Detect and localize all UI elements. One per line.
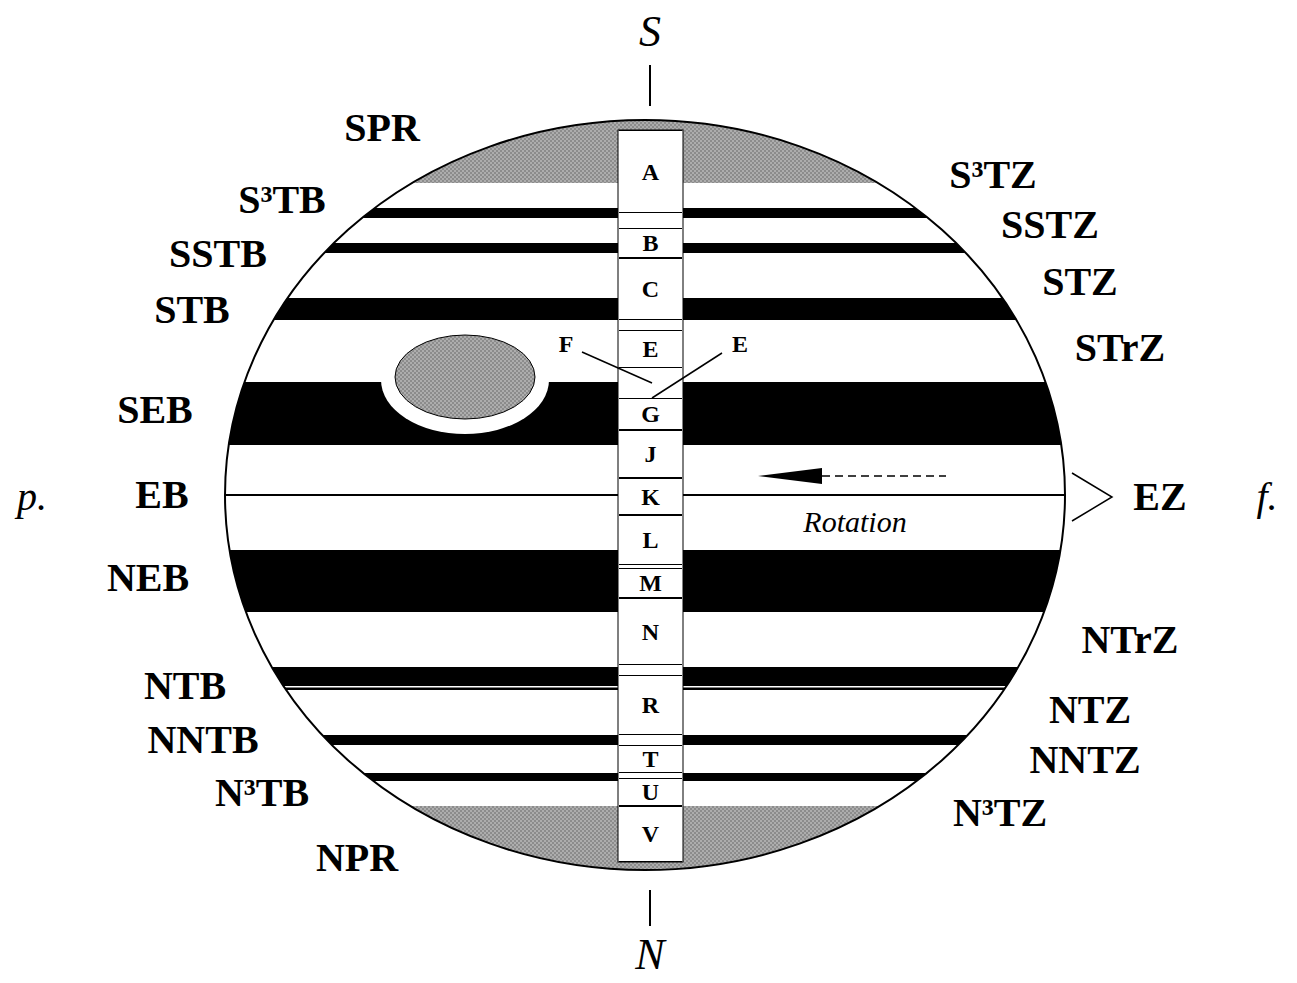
cell-letter: T (642, 747, 658, 771)
strip-cell: J (619, 430, 682, 478)
strip-cell: M (619, 568, 682, 598)
belt-label: S³TB (238, 180, 326, 220)
strip-cell: V (619, 806, 682, 862)
zone-label: S³TZ (949, 155, 1037, 195)
belt-label: SEB (117, 390, 193, 430)
cell-letter: L (642, 528, 658, 552)
zone-label: NTrZ (1081, 620, 1178, 660)
cell-letter: U (642, 780, 659, 804)
strip-cell: T (619, 745, 682, 773)
strip-cell: R (619, 675, 682, 735)
zone-label: SSTZ (1001, 205, 1099, 245)
zone-bracket (1072, 473, 1112, 521)
belt-label: NTB (144, 666, 226, 706)
strip-cell: G (619, 398, 682, 430)
strip-cell: K (619, 478, 682, 515)
cell-letter: A (642, 160, 659, 184)
cell-letter: N (642, 620, 659, 644)
belt-label: N³TB (215, 773, 309, 813)
pole-label: S (639, 10, 661, 54)
cell-letter: E (642, 337, 658, 361)
belt-label: EB (135, 475, 188, 515)
region-label: NPR (316, 838, 398, 878)
cell-letter: M (639, 571, 662, 595)
cell-letter: V (642, 822, 659, 846)
feature-label: E (732, 332, 748, 356)
red-spot-hollow (381, 326, 549, 434)
region-label: SPR (344, 108, 420, 148)
strip-cell: N (619, 598, 682, 665)
zone-label: NNTZ (1029, 740, 1140, 780)
latitude-strip (618, 130, 683, 862)
strip-cell: U (619, 778, 682, 806)
direction-label: f. (1256, 477, 1277, 517)
rotation-label: Rotation (803, 507, 906, 537)
rotation-arrowhead (758, 468, 822, 484)
strip-cell: E (619, 330, 682, 368)
cell-letter: C (642, 277, 659, 301)
cell-letter: K (641, 485, 660, 509)
cell-letter: R (642, 693, 659, 717)
zone-label: N³TZ (953, 793, 1047, 833)
zone-label: EZ (1133, 477, 1186, 517)
zone-label: STZ (1042, 262, 1118, 302)
north-tick (649, 890, 651, 926)
belt-label: NNTB (147, 720, 258, 760)
cell-letter: G (641, 402, 660, 426)
belt-label: SSTB (169, 234, 267, 274)
pole-label: N (635, 933, 664, 977)
south-tick (649, 65, 651, 106)
zone-label: STrZ (1075, 328, 1165, 368)
cell-letter: B (642, 231, 658, 255)
zone-label: NTZ (1049, 690, 1131, 730)
strip-cell: L (619, 515, 682, 565)
great-red-spot (395, 335, 535, 419)
strip-cell: A (619, 130, 682, 213)
rotation-arrow-line (822, 475, 946, 477)
belt-label: NEB (107, 558, 189, 598)
direction-label: p. (17, 477, 47, 517)
cell-letter: J (645, 442, 657, 466)
feature-label: F (559, 332, 574, 356)
strip-cell: B (619, 228, 682, 258)
belt-label: STB (154, 290, 230, 330)
strip-cell: C (619, 258, 682, 320)
planet-limb (225, 120, 1065, 870)
